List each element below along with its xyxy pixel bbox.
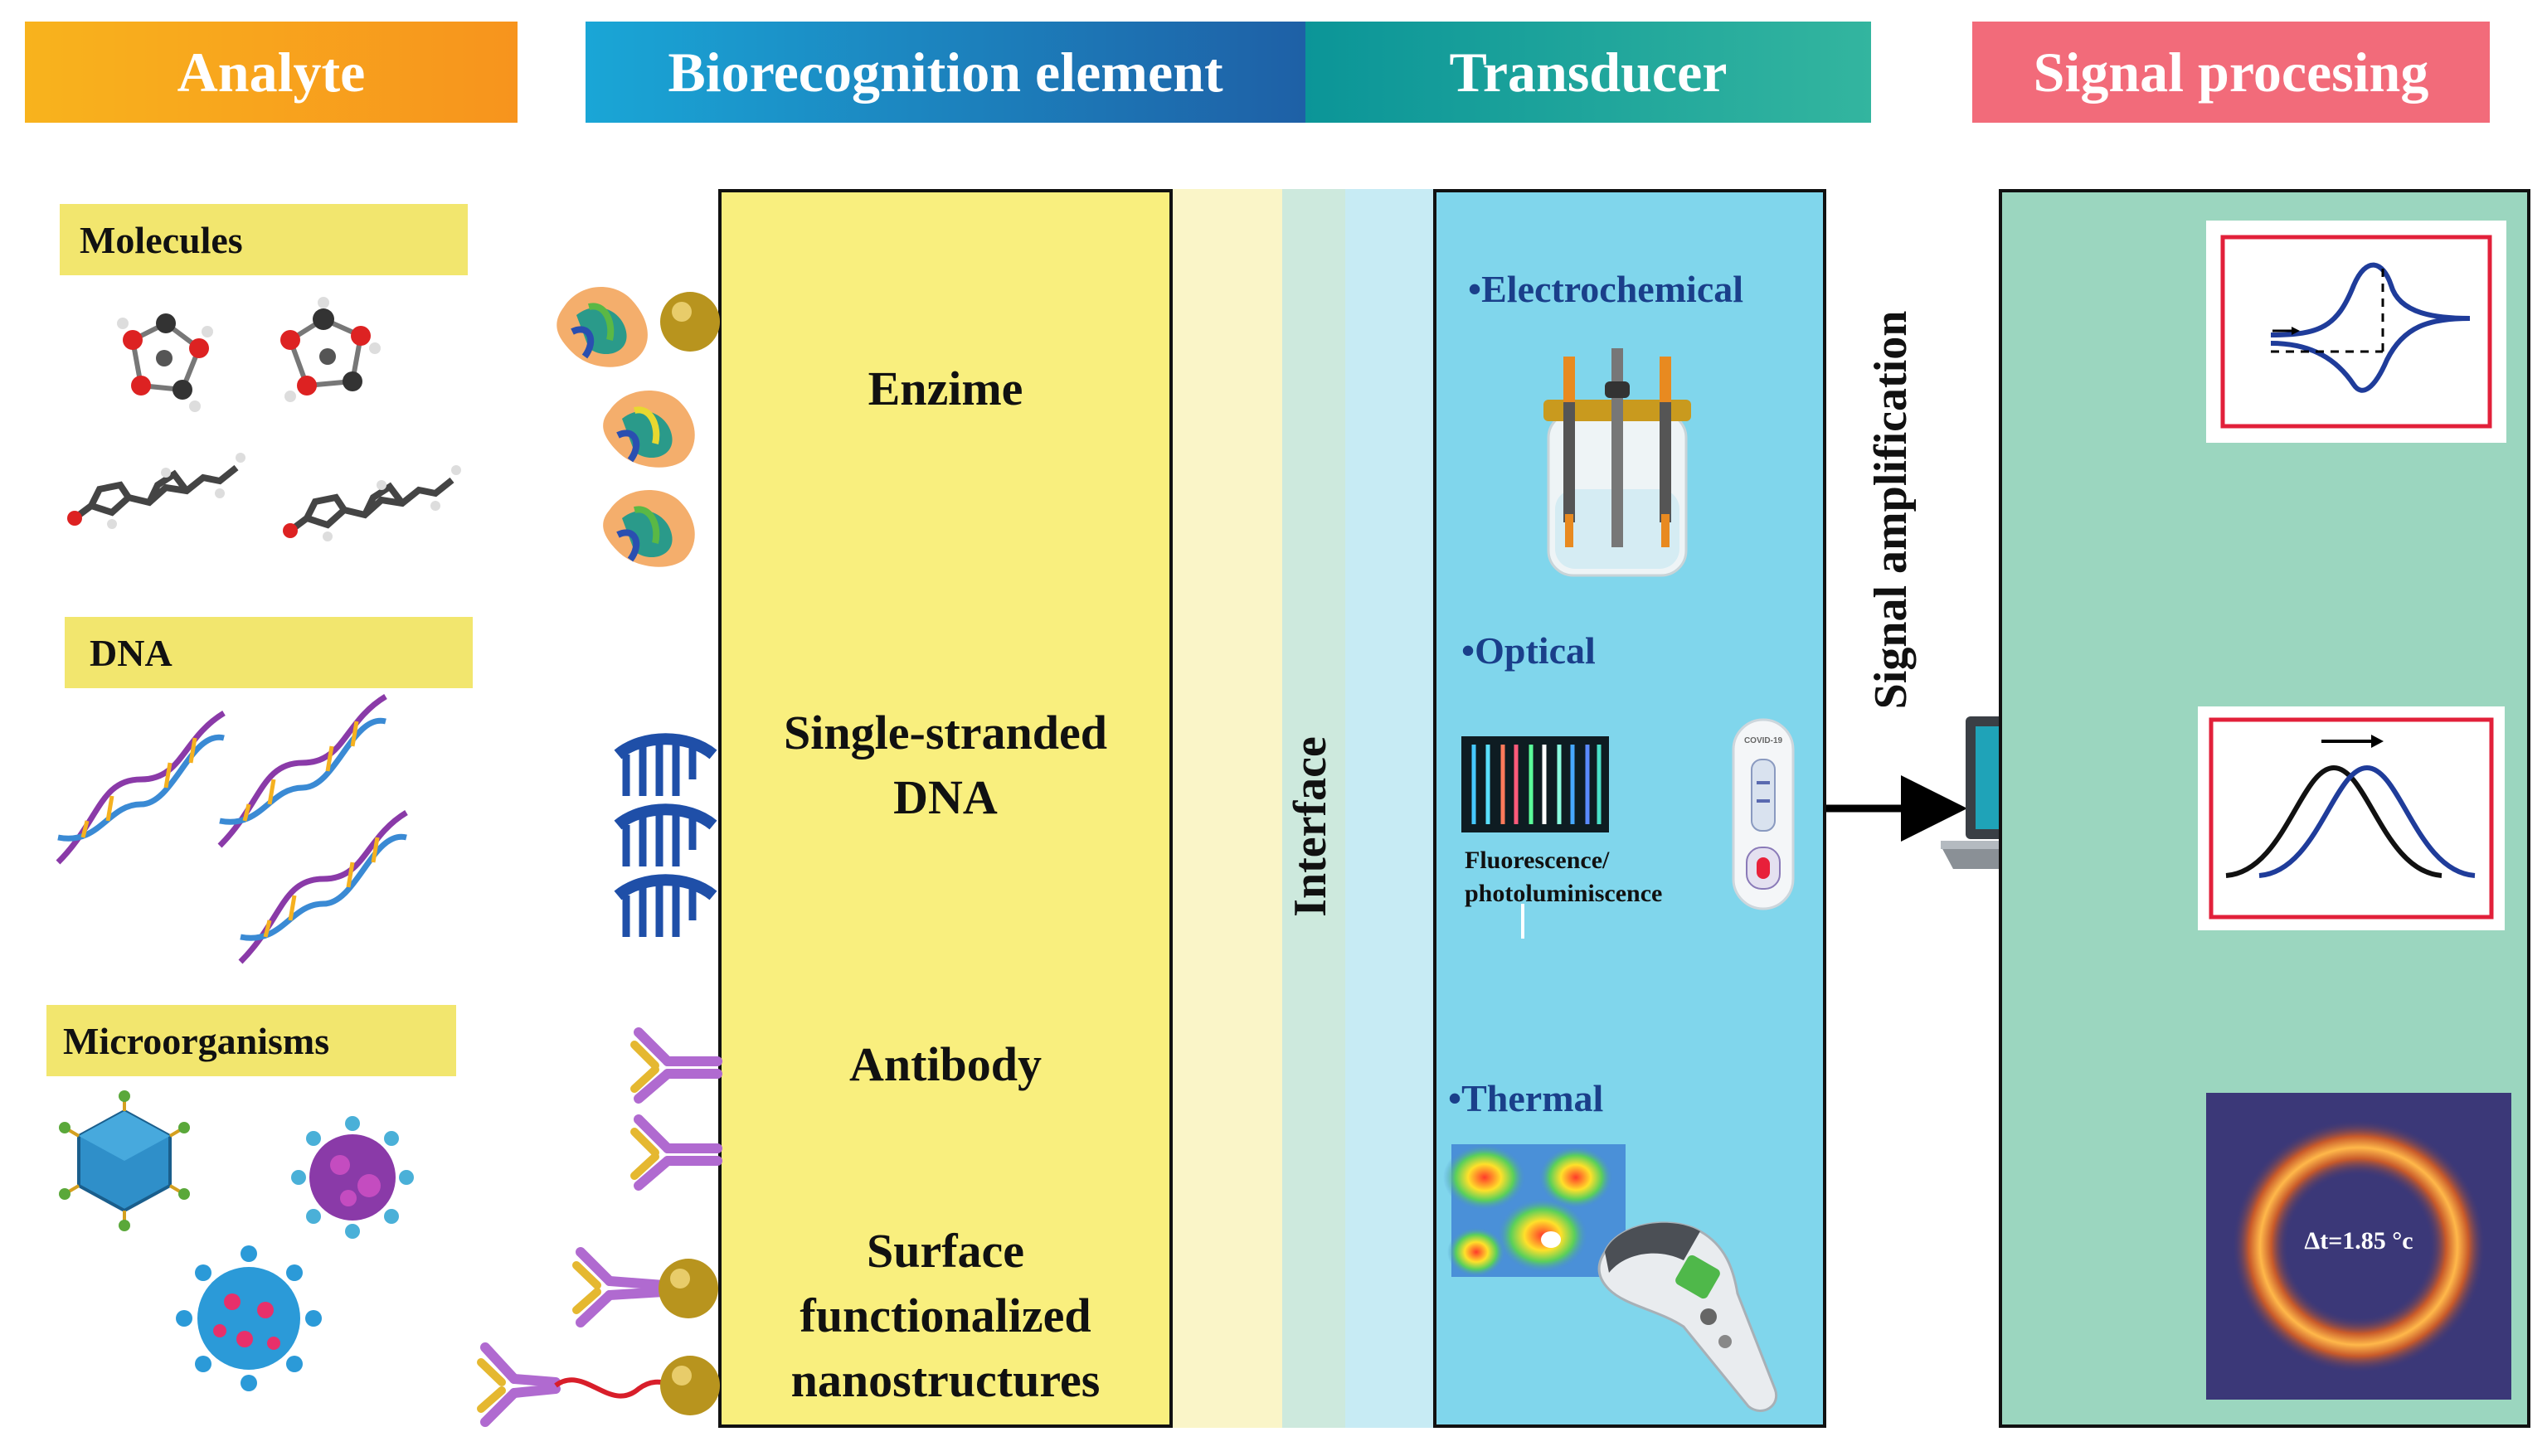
signal-arrow-icon	[1826, 775, 1967, 842]
dna-helix-icon	[238, 810, 408, 964]
ssdna-probe-icon	[614, 733, 717, 796]
ssdna-probe-icon	[614, 803, 717, 866]
label-fluorescence-line1: Fluorescence/	[1465, 847, 1610, 874]
interface-strip-mint	[1282, 189, 1345, 1428]
enzyme-nanoparticle-icon	[557, 287, 720, 367]
lateral-flow-test-icon: COVID-19	[1732, 718, 1795, 910]
dna-helix-icon	[56, 711, 226, 865]
thermal-ring-graphic	[2218, 1105, 2500, 1387]
enzyme-icon	[603, 490, 695, 567]
label-nanostructures: Surface functionalized nanostructures	[718, 1219, 1173, 1413]
analyte-category-molecules: Molecules	[60, 204, 468, 275]
test-strip-text: COVID-19	[1744, 736, 1783, 745]
label-electrochemical: •Electrochemical	[1468, 268, 1744, 310]
thermal-readout: Δt=1.85 °c	[2304, 1227, 2413, 1255]
label-nano-line1: Surface	[866, 1224, 1025, 1278]
antibody-icon	[630, 1114, 722, 1191]
infrared-thermometer-icon	[1597, 1221, 1778, 1412]
signal-amplification-label: Signal amplification	[1865, 310, 1917, 710]
label-nano-line3: nanostructures	[790, 1353, 1101, 1407]
dna-helix-icon	[217, 694, 387, 848]
header-analyte: Analyte	[25, 22, 518, 123]
nanoparticle-antibody-icon	[572, 1247, 718, 1327]
antibody-icon	[630, 1027, 722, 1104]
analyte-category-microorganisms: Microorganisms	[46, 1005, 456, 1076]
nanoparticle-antibody-tether-icon	[477, 1342, 720, 1427]
ssdna-probe-icon	[614, 874, 717, 937]
label-nano-line2: functionalized	[800, 1289, 1091, 1342]
thermal-ring-image: Δt=1.85 °c	[2206, 1093, 2511, 1400]
peak-shift-curves-graphic	[2209, 717, 2494, 920]
molecule-glucose-icon	[117, 313, 213, 412]
biorecognition-panel	[718, 189, 1173, 1428]
label-ssdna: Single-stranded DNA	[718, 701, 1173, 830]
virus-corona-icon	[176, 1245, 322, 1391]
label-thermal: •Thermal	[1448, 1077, 1604, 1119]
interface-label: Interface	[1285, 736, 1336, 917]
header-transducer: Transducer	[1305, 22, 1871, 123]
molecule-cholesterol-icon	[67, 453, 245, 529]
label-enzyme: Enzime	[868, 362, 1023, 415]
cyclic-voltammogram-plot	[2206, 221, 2506, 443]
label-antibody: Antibody	[848, 1037, 1043, 1091]
divider-line	[1521, 904, 1524, 939]
electrochemical-cell-icon	[1543, 348, 1691, 577]
virus-purple-icon	[291, 1116, 414, 1239]
fluorescence-spectrum-image	[1461, 736, 1609, 832]
interface-strip-blue	[1345, 189, 1433, 1428]
label-optical: •Optical	[1461, 629, 1596, 672]
label-fluorescence-line2: photoluminiscence	[1465, 880, 1663, 907]
label-ssdna-line1: Single-stranded	[784, 706, 1107, 760]
analyte-category-dna: DNA	[65, 617, 473, 688]
label-ssdna-line2: DNA	[893, 770, 998, 824]
molecule-steroid-icon	[283, 465, 461, 541]
virus-icosahedral-icon	[59, 1090, 190, 1231]
enzyme-icon	[603, 391, 695, 468]
header-biorecognition: Biorecognition element	[586, 22, 1305, 123]
peak-shift-plot	[2198, 706, 2505, 930]
label-fluorescence: Fluorescence/ photoluminiscence	[1465, 844, 1662, 910]
interface-strip-yellow	[1173, 189, 1282, 1428]
molecule-sugar-icon	[280, 297, 381, 402]
cv-curve-graphic	[2220, 235, 2492, 429]
thermal-map-image	[1443, 1144, 1626, 1277]
header-signal-processing: Signal procesing	[1972, 22, 2490, 123]
